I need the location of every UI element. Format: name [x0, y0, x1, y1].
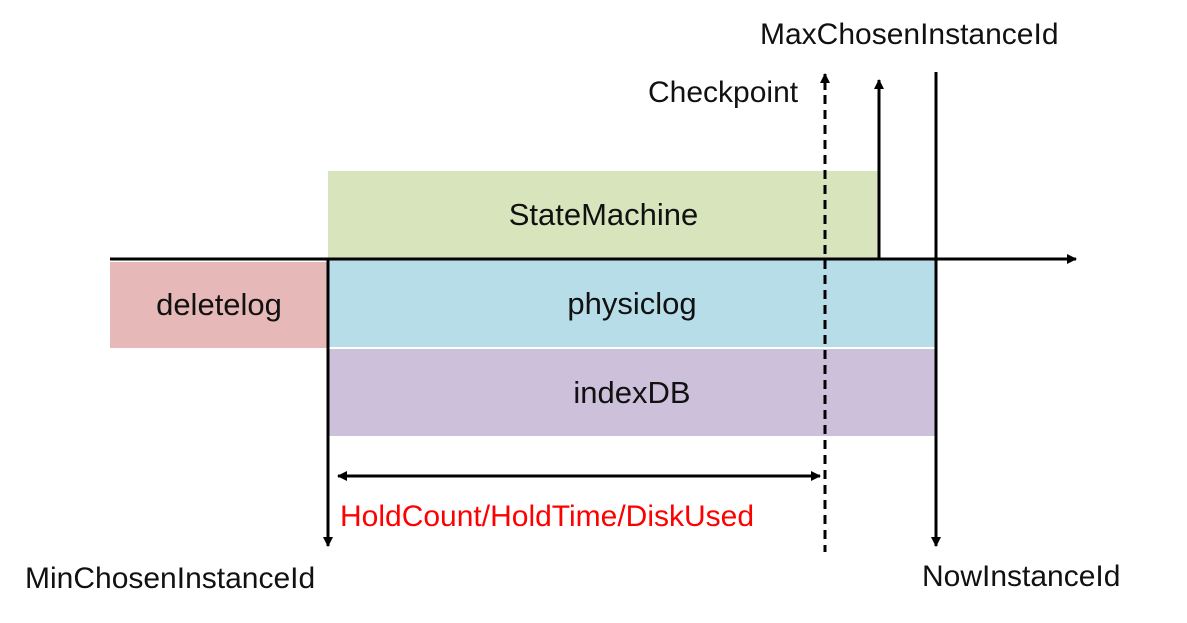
checkpoint-label: Checkpoint [648, 76, 799, 109]
deletelog-block: deletelog [110, 262, 328, 348]
deletelog-label: deletelog [156, 287, 282, 322]
physiclog-label: physiclog [567, 285, 697, 321]
indexdb-block: indexDB [328, 349, 936, 436]
max-chosen-instance-label: MaxChosenInstanceId [760, 18, 1059, 51]
indexdb-label: indexDB [573, 374, 691, 410]
now-instance-label: NowInstanceId [922, 560, 1121, 593]
physiclog-block: physiclog [328, 260, 936, 347]
statemachine-block: StateMachine [328, 171, 879, 258]
min-chosen-instance-label: MinChosenInstanceId [25, 562, 316, 595]
hold-label: HoldCount/HoldTime/DiskUsed [340, 500, 755, 533]
statemachine-label: StateMachine [508, 196, 699, 232]
